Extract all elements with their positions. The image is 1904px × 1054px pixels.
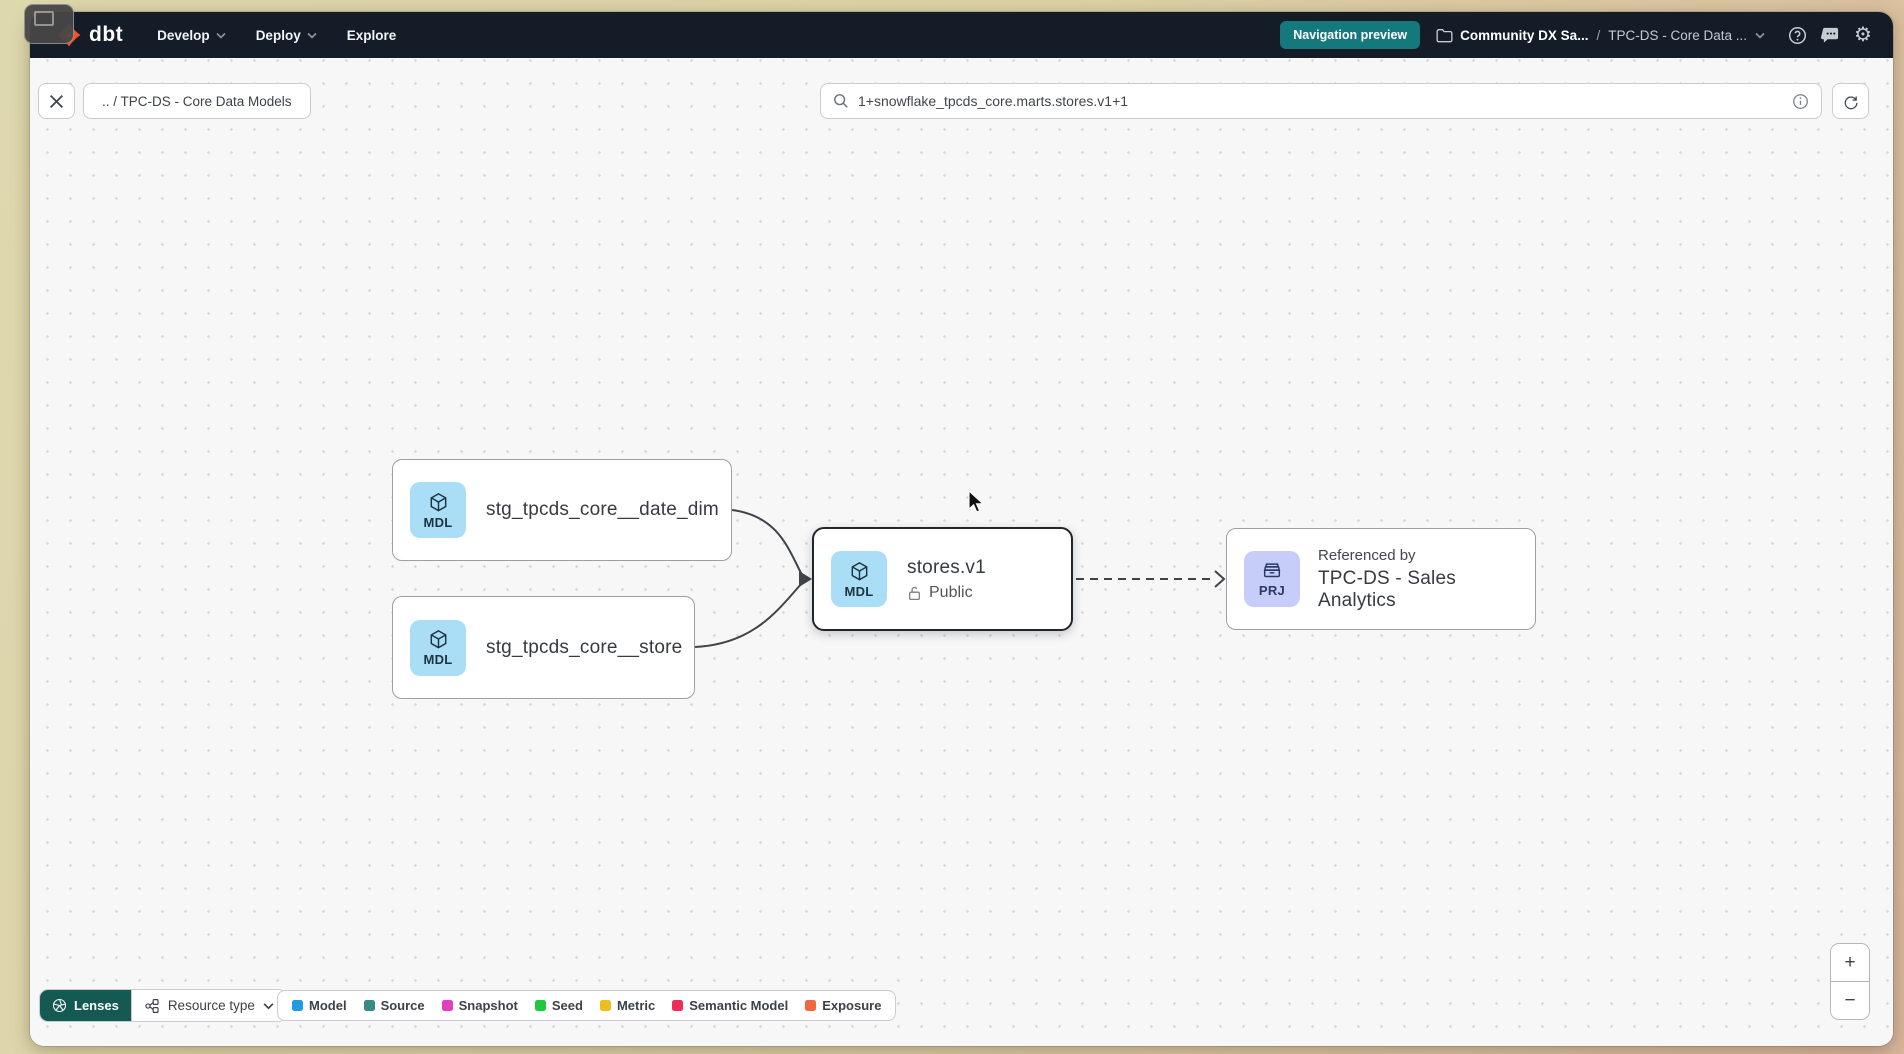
- help-icon[interactable]: [1787, 25, 1807, 45]
- node-stores-v1[interactable]: MDL stores.v1 Public: [812, 527, 1073, 631]
- legend-label: Metric: [616, 998, 656, 1013]
- folder-icon: [1436, 28, 1453, 42]
- chevron-down-icon[interactable]: [1755, 32, 1765, 39]
- legend-item-seed: Seed: [534, 998, 583, 1013]
- resource-type-legend: Model Source Snapshot Seed Metric Semant…: [277, 990, 897, 1021]
- legend-swatch: [292, 1000, 303, 1011]
- legend-label: Semantic Model: [689, 998, 789, 1013]
- logo-text: dbt: [89, 23, 124, 46]
- nav-utility-icons: ⚙: [1787, 25, 1873, 45]
- cube-icon: [430, 492, 446, 511]
- node-label: TPC-DS - Sales Analytics: [1318, 567, 1456, 611]
- legend-label: Snapshot: [458, 998, 518, 1013]
- legend-item-model: Model: [292, 998, 347, 1013]
- legend-item-semantic-model: Semantic Model: [672, 998, 788, 1013]
- refresh-icon: [1844, 95, 1858, 109]
- lenses-label: Lenses: [74, 998, 119, 1013]
- breadcrumb: Community DX Sa... / TPC-DS - Core Data …: [1436, 28, 1765, 43]
- resource-type-icon: [145, 998, 159, 1013]
- resource-badge-label: MDL: [423, 652, 453, 667]
- node-label: stores.v1: [907, 556, 986, 578]
- legend-swatch: [672, 1000, 684, 1011]
- legend-label: Seed: [551, 998, 583, 1013]
- legend-item-exposure: Exposure: [805, 998, 881, 1013]
- legend-label: Source: [380, 998, 425, 1013]
- close-lineage-button[interactable]: [38, 83, 75, 119]
- navigation-preview-badge[interactable]: Navigation preview: [1280, 21, 1421, 49]
- breadcrumb-section[interactable]: TPC-DS - Core Data ...: [1608, 27, 1747, 43]
- lenses-button[interactable]: Lenses: [40, 990, 131, 1021]
- gear-icon[interactable]: ⚙: [1854, 24, 1872, 46]
- cube-icon: [851, 561, 867, 580]
- model-resource-badge: MDL: [410, 619, 466, 676]
- legend-label: Model: [309, 998, 347, 1013]
- lens-aperture-icon: [52, 998, 67, 1013]
- close-icon: [49, 94, 64, 108]
- node-stg-tpcds-core-date-dim[interactable]: MDL stg_tpcds_core__date_dim: [392, 459, 732, 561]
- legend-item-snapshot: Snapshot: [441, 998, 518, 1013]
- legend-swatch: [599, 1000, 611, 1011]
- search-icon: [834, 94, 848, 108]
- resource-badge-label: MDL: [844, 583, 874, 599]
- legend-label: Exposure: [822, 998, 882, 1013]
- dbt-explorer-window: dbt Develop Deploy Explore Navigation pr…: [30, 12, 1893, 1046]
- project-resource-badge: PRJ: [1244, 551, 1300, 607]
- nav-item-deploy[interactable]: Deploy: [256, 28, 317, 43]
- mouse-cursor: [968, 490, 985, 513]
- model-resource-badge: MDL: [410, 482, 466, 538]
- node-label: stg_tpcds_core__date_dim: [486, 499, 719, 520]
- legend-item-source: Source: [363, 998, 425, 1013]
- model-resource-badge: MDL: [831, 551, 887, 607]
- nav-right-cluster: Navigation preview Community DX Sa... / …: [1280, 21, 1873, 49]
- legend-swatch: [534, 1000, 546, 1011]
- refresh-lineage-button[interactable]: [1832, 83, 1869, 119]
- nav-item-develop-label: Develop: [157, 27, 210, 43]
- legend-item-metric: Metric: [599, 998, 656, 1013]
- lineage-canvas[interactable]: .. / TPC-DS - Core Data Models MDL: [30, 58, 1893, 1046]
- breadcrumb-project[interactable]: Community DX Sa...: [1436, 28, 1588, 43]
- nav-item-develop[interactable]: Develop: [157, 28, 226, 43]
- zoom-controls: + −: [1830, 943, 1870, 1020]
- node-stg-tpcds-core-store[interactable]: MDL stg_tpcds_core__store: [392, 596, 695, 699]
- nav-item-explore[interactable]: Explore: [347, 28, 397, 43]
- resource-type-dropdown[interactable]: Resource type: [130, 990, 286, 1021]
- zoom-out-button[interactable]: −: [1831, 982, 1869, 1019]
- node-access-row: Public: [907, 584, 986, 602]
- legend-swatch: [805, 1000, 817, 1011]
- chevron-down-icon: [263, 1002, 274, 1009]
- resource-badge-label: MDL: [423, 514, 453, 530]
- top-navbar: dbt Develop Deploy Explore Navigation pr…: [30, 12, 1893, 58]
- node-access-label: Public: [929, 583, 973, 601]
- lineage-selector-bar: [820, 83, 1822, 119]
- breadcrumb-project-label: Community DX Sa...: [1460, 27, 1589, 43]
- info-icon[interactable]: [1792, 93, 1809, 110]
- resource-badge-label: PRJ: [1258, 583, 1286, 598]
- cube-icon: [430, 630, 446, 649]
- resource-type-label: Resource type: [167, 998, 255, 1013]
- legend-swatch: [441, 1000, 453, 1011]
- legend-swatch: [363, 1000, 375, 1011]
- lock-open-icon: [909, 586, 920, 600]
- lineage-scope-chip[interactable]: .. / TPC-DS - Core Data Models: [83, 83, 311, 119]
- chevron-down-icon: [307, 32, 317, 39]
- node-referenced-by-project[interactable]: PRJ Referenced by TPC-DS - Sales Analyti…: [1226, 528, 1536, 630]
- lens-control-group: Lenses Resource type: [40, 990, 286, 1021]
- lineage-scope-label: .. / TPC-DS - Core Data Models: [102, 93, 292, 109]
- zoom-in-button[interactable]: +: [1831, 944, 1869, 982]
- feedback-icon[interactable]: [1820, 25, 1840, 45]
- screen-capture-artifact: [24, 4, 74, 44]
- nav-item-deploy-label: Deploy: [255, 27, 301, 43]
- breadcrumb-separator: /: [1596, 27, 1601, 43]
- node-label: stg_tpcds_core__store: [486, 636, 683, 658]
- archive-icon: [1263, 563, 1281, 578]
- referenced-by-kicker: Referenced by: [1318, 546, 1416, 564]
- lineage-selector-input[interactable]: [858, 93, 1783, 109]
- nav-menu: Develop Deploy Explore: [157, 28, 396, 43]
- chevron-down-icon: [216, 32, 226, 39]
- nav-item-explore-label: Explore: [346, 27, 397, 43]
